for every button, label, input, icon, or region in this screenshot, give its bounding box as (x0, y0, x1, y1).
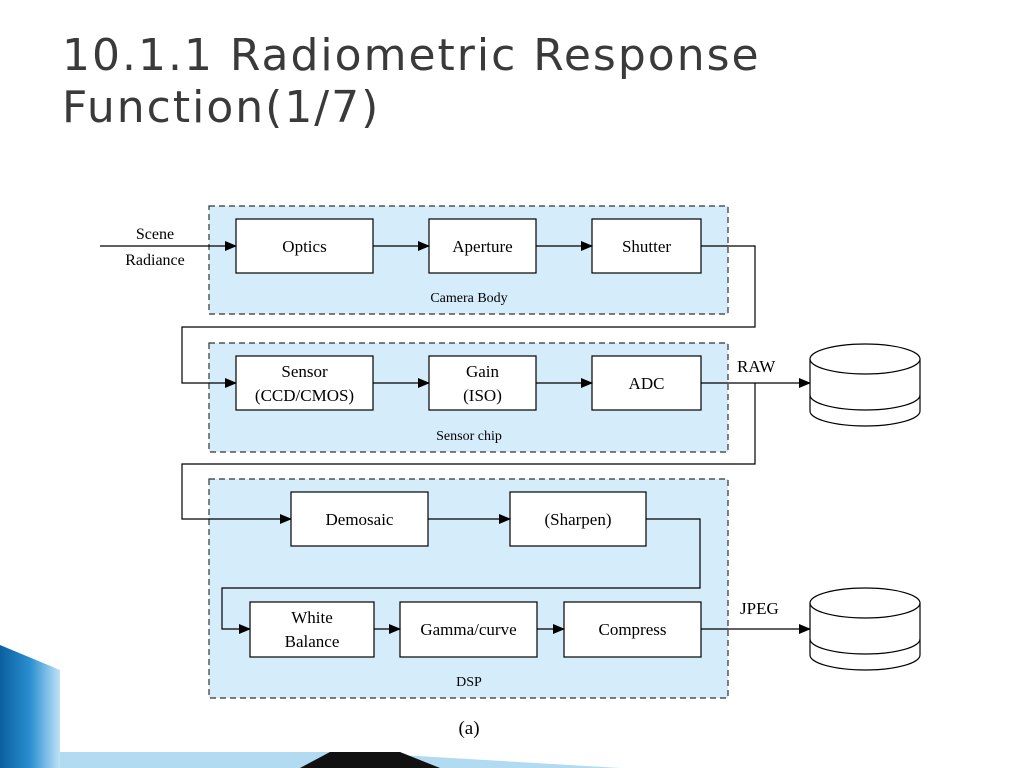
sensor-block (235, 355, 374, 411)
sensor-label-line-2: (CCD/CMOS) (255, 386, 354, 405)
dsp-label: DSP (456, 675, 482, 690)
gain-label-line-2: (ISO) (463, 386, 502, 405)
jpeg-label: JPEG (740, 599, 779, 618)
slide-title-line-1: 10.1.1 Radiometric Response (62, 30, 761, 81)
sensor-label-line-1: Sensor (281, 362, 328, 381)
adc-block (591, 355, 702, 411)
optics-label: Optics (282, 237, 326, 256)
adc-label: ADC (629, 374, 665, 393)
demosaic-block (290, 491, 429, 547)
shutter-label: Shutter (622, 237, 671, 256)
connector-sharpen-to-white-balance (221, 518, 701, 634)
slide-title-line-2: Function(1/7) (62, 82, 381, 133)
connector-shutter-to-sensor (181, 245, 756, 388)
gamma-curve-block (399, 601, 538, 658)
compress-block (563, 601, 702, 658)
raw-storage-cylinder (809, 343, 921, 427)
connector-adc-to-demosaic (181, 383, 756, 524)
scene-radiance-label-line-2: Radiance (125, 252, 185, 269)
aperture-label: Aperture (452, 237, 512, 256)
camera-body-label: Camera Body (430, 291, 507, 306)
compress-label: Compress (599, 620, 667, 639)
scene-radiance-label-line-1: Scene (136, 226, 174, 243)
gamma-curve-label: Gamma/curve (420, 620, 516, 639)
gain-label-line-1: Gain (466, 362, 500, 381)
jpeg-storage-cylinder (809, 587, 921, 671)
sharpen-label: (Sharpen) (544, 510, 611, 529)
white-balance-block (249, 601, 375, 658)
shutter-block (591, 218, 702, 274)
demosaic-label: Demosaic (326, 510, 394, 529)
sensor-chip-label: Sensor chip (436, 429, 502, 444)
sharpen-block (509, 491, 647, 547)
white-balance-label-line-2: Balance (285, 632, 340, 651)
white-balance-label-line-1: White (291, 608, 333, 627)
aperture-block (428, 218, 537, 274)
figure-caption: (a) (458, 718, 479, 739)
optics-block (235, 218, 374, 274)
raw-label: RAW (737, 357, 776, 376)
slide-title: 10.1.1 Radiometric Response Function(1/7… (62, 30, 962, 134)
